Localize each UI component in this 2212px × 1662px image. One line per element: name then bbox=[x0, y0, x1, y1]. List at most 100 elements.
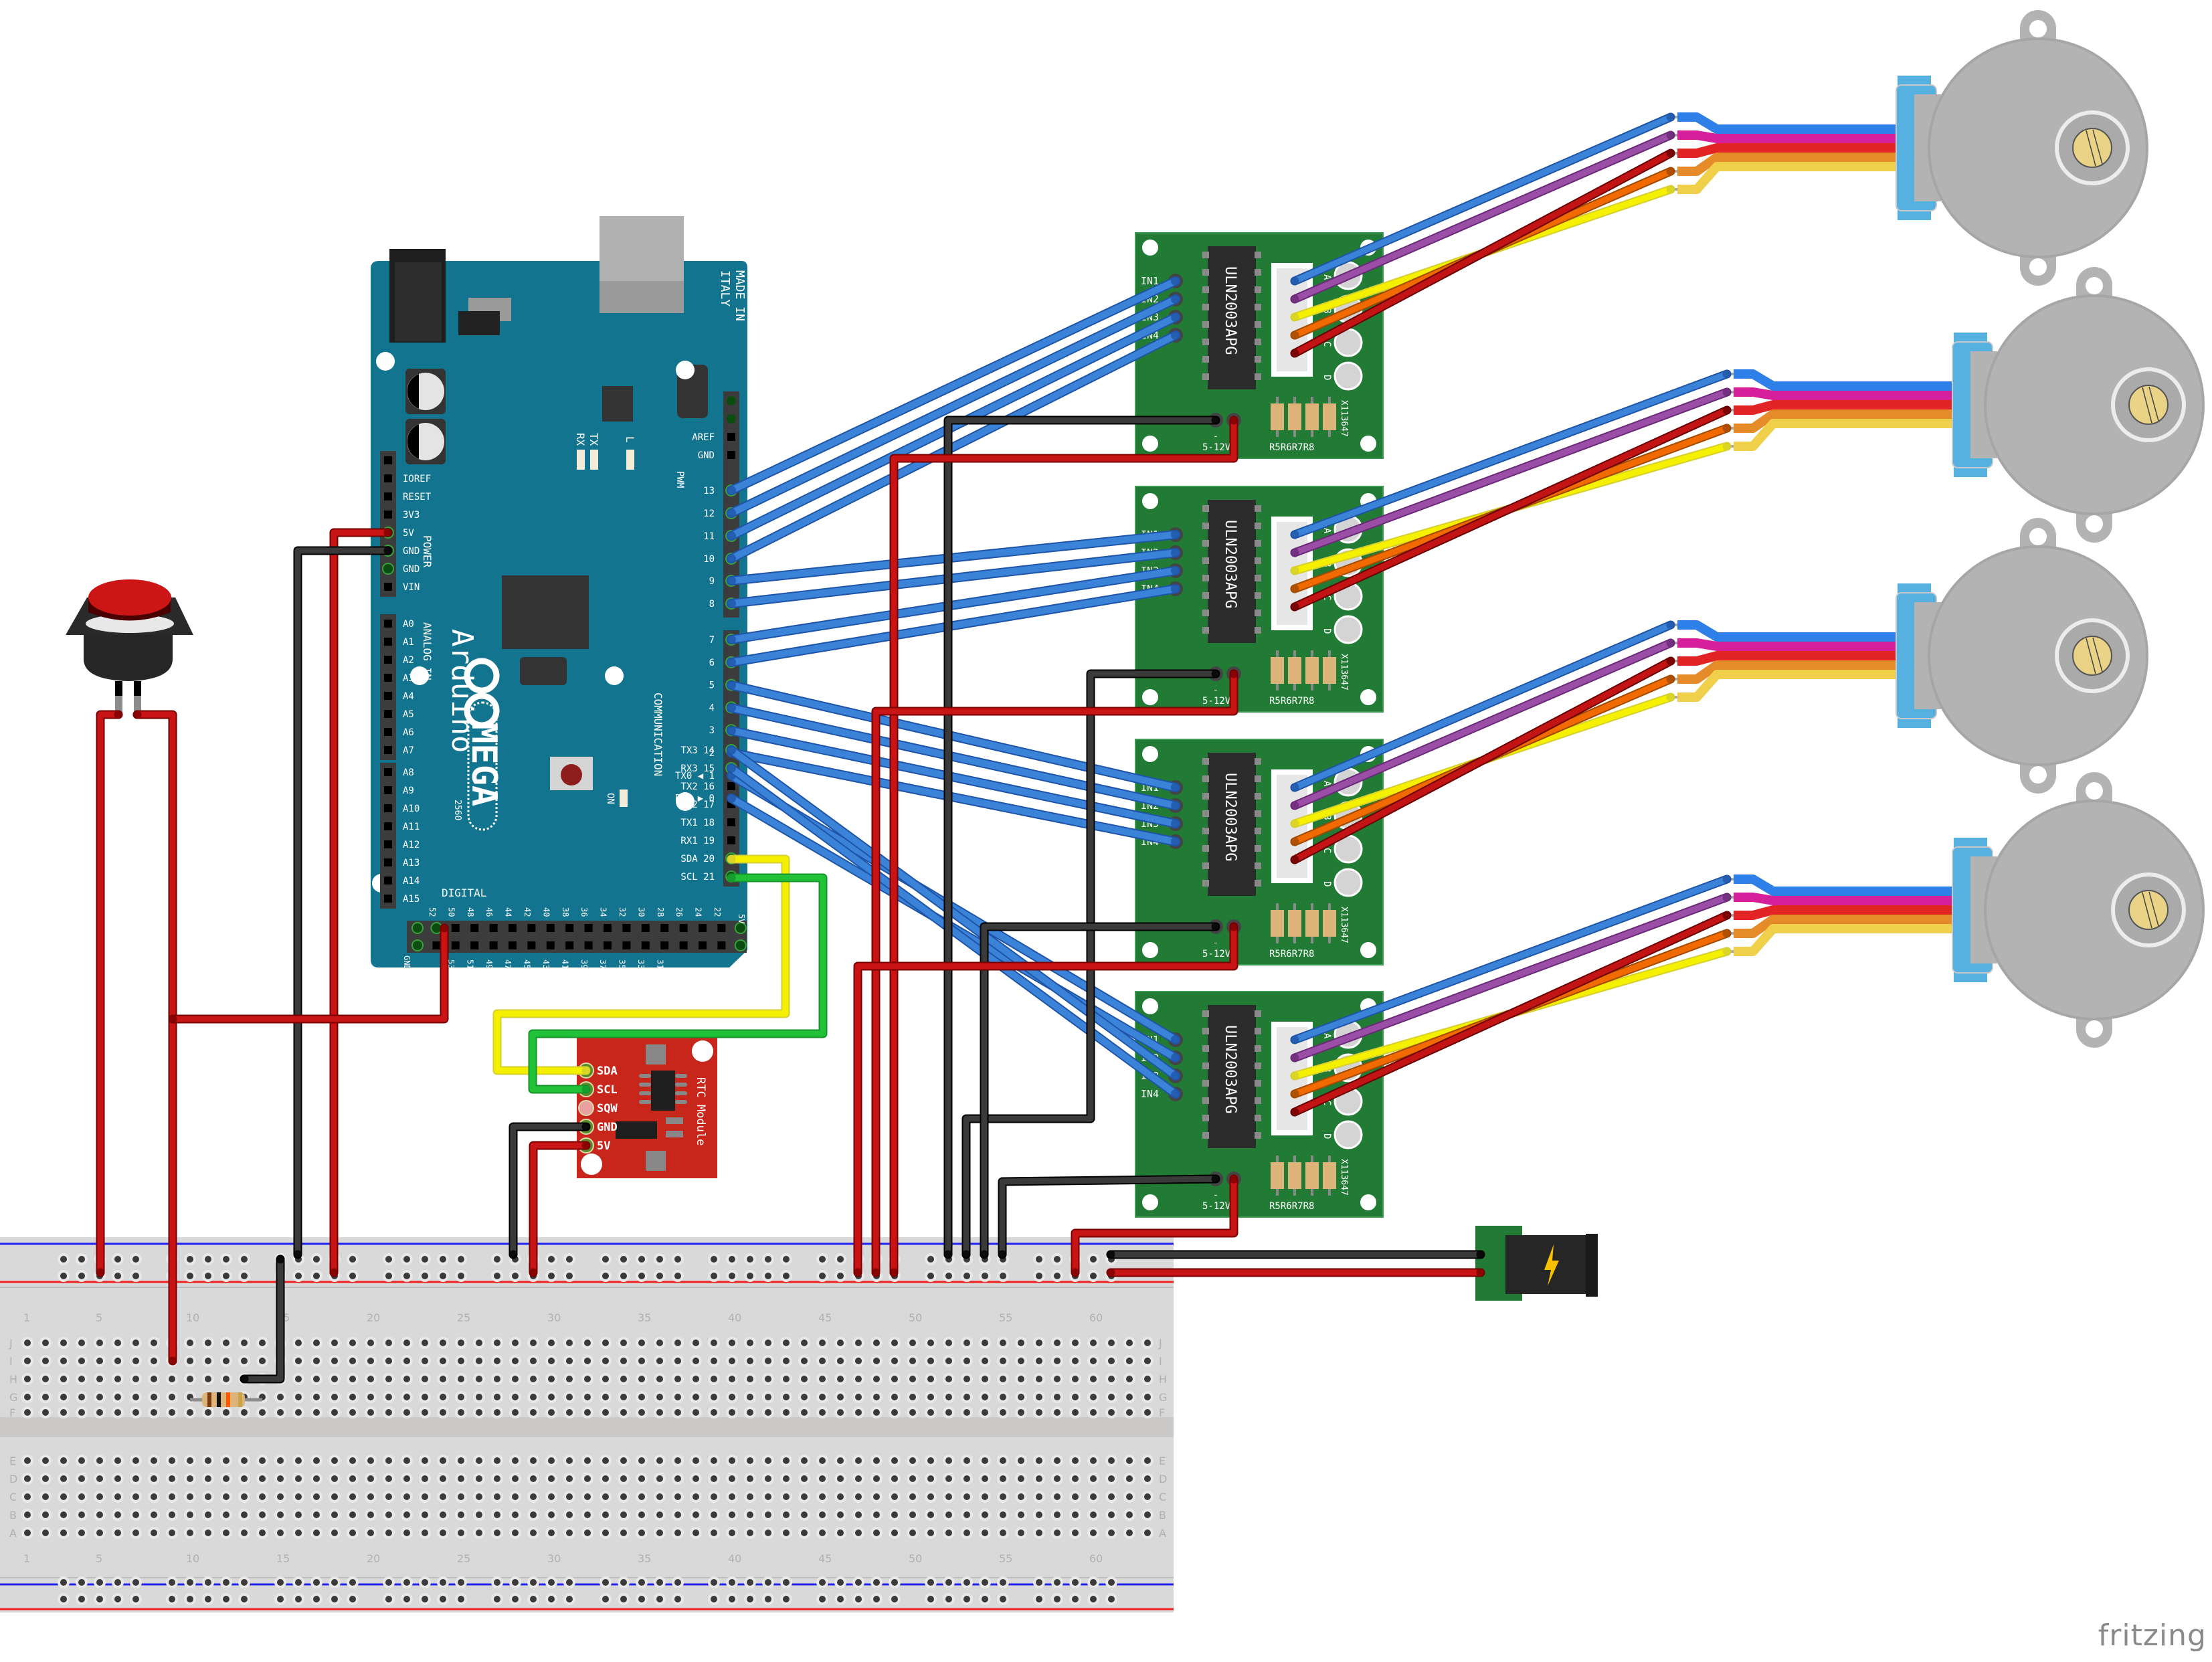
wire-signal-in4[interactable] bbox=[728, 332, 1179, 562]
breadboard-hole[interactable] bbox=[78, 1340, 85, 1346]
breadboard-hole[interactable] bbox=[385, 1475, 392, 1482]
wire-motor-phase[interactable] bbox=[1291, 389, 1730, 556]
pin-digital-top[interactable] bbox=[411, 922, 424, 934]
rail-hole[interactable] bbox=[187, 1256, 193, 1263]
breadboard-hole[interactable] bbox=[530, 1394, 537, 1400]
breadboard-hole[interactable] bbox=[638, 1511, 645, 1518]
breadboard-hole[interactable] bbox=[132, 1394, 139, 1400]
breadboard-hole[interactable] bbox=[96, 1511, 103, 1518]
breadboard-hole[interactable] bbox=[1144, 1530, 1151, 1536]
breadboard-hole[interactable] bbox=[403, 1457, 410, 1464]
breadboard-hole[interactable] bbox=[223, 1409, 229, 1416]
rail-hole[interactable] bbox=[494, 1273, 500, 1279]
breadboard-hole[interactable] bbox=[295, 1358, 302, 1364]
breadboard-hole[interactable] bbox=[187, 1457, 193, 1464]
rail-hole[interactable] bbox=[1000, 1273, 1006, 1279]
breadboard-hole[interactable] bbox=[909, 1376, 916, 1382]
rail-hole[interactable] bbox=[1090, 1256, 1097, 1263]
breadboard-hole[interactable] bbox=[982, 1376, 988, 1382]
breadboard-hole[interactable] bbox=[747, 1409, 753, 1416]
wire-signal-in4[interactable] bbox=[728, 765, 1179, 1097]
breadboard-hole[interactable] bbox=[223, 1475, 229, 1482]
breadboard-hole[interactable] bbox=[114, 1457, 121, 1464]
breadboard-hole[interactable] bbox=[331, 1530, 338, 1536]
breadboard-hole[interactable] bbox=[78, 1457, 85, 1464]
breadboard-hole[interactable] bbox=[349, 1493, 356, 1500]
breadboard-hole[interactable] bbox=[205, 1511, 211, 1518]
breadboard-hole[interactable] bbox=[729, 1376, 735, 1382]
breadboard-hole[interactable] bbox=[367, 1358, 374, 1364]
breadboard-hole[interactable] bbox=[422, 1376, 428, 1382]
wire-motor-phase[interactable] bbox=[1291, 114, 1674, 284]
breadboard-hole[interactable] bbox=[837, 1530, 844, 1536]
breadboard-hole[interactable] bbox=[169, 1394, 175, 1400]
rail-hole[interactable] bbox=[1108, 1579, 1115, 1586]
breadboard-hole[interactable] bbox=[819, 1457, 826, 1464]
breadboard-hole[interactable] bbox=[584, 1394, 591, 1400]
breadboard-hole[interactable] bbox=[114, 1475, 121, 1482]
breadboard-hole[interactable] bbox=[927, 1340, 934, 1346]
breadboard-hole[interactable] bbox=[873, 1475, 880, 1482]
breadboard-hole[interactable] bbox=[891, 1376, 898, 1382]
breadboard-hole[interactable] bbox=[963, 1340, 970, 1346]
breadboard-hole[interactable] bbox=[1072, 1394, 1079, 1400]
wire-motor-phase[interactable] bbox=[1291, 894, 1730, 1061]
breadboard-hole[interactable] bbox=[313, 1457, 320, 1464]
breadboard-hole[interactable] bbox=[1036, 1409, 1042, 1416]
breadboard-hole[interactable] bbox=[602, 1394, 609, 1400]
breadboard-hole[interactable] bbox=[819, 1530, 826, 1536]
rail-hole[interactable] bbox=[295, 1596, 302, 1602]
breadboard-hole[interactable] bbox=[1072, 1493, 1079, 1500]
breadboard-hole[interactable] bbox=[963, 1376, 970, 1382]
breadboard-hole[interactable] bbox=[747, 1493, 753, 1500]
breadboard-hole[interactable] bbox=[259, 1511, 266, 1518]
breadboard-hole[interactable] bbox=[385, 1493, 392, 1500]
breadboard-hole[interactable] bbox=[693, 1409, 699, 1416]
breadboard-hole[interactable] bbox=[765, 1475, 771, 1482]
wire-signal-in1[interactable] bbox=[728, 682, 1179, 791]
breadboard-hole[interactable] bbox=[349, 1358, 356, 1364]
breadboard-hole[interactable] bbox=[945, 1358, 952, 1364]
rail-hole[interactable] bbox=[494, 1256, 500, 1263]
breadboard-hole[interactable] bbox=[60, 1394, 67, 1400]
breadboard-hole[interactable] bbox=[801, 1358, 808, 1364]
rail-hole[interactable] bbox=[187, 1273, 193, 1279]
breadboard-hole[interactable] bbox=[422, 1493, 428, 1500]
breadboard-hole[interactable] bbox=[620, 1340, 627, 1346]
breadboard-hole[interactable] bbox=[1126, 1409, 1133, 1416]
breadboard-hole[interactable] bbox=[1036, 1457, 1042, 1464]
breadboard-hole[interactable] bbox=[187, 1475, 193, 1482]
breadboard-hole[interactable] bbox=[584, 1475, 591, 1482]
breadboard-hole[interactable] bbox=[837, 1409, 844, 1416]
breadboard-hole[interactable] bbox=[548, 1394, 555, 1400]
breadboard-hole[interactable] bbox=[747, 1340, 753, 1346]
breadboard-hole[interactable] bbox=[78, 1530, 85, 1536]
breadboard-hole[interactable] bbox=[982, 1358, 988, 1364]
breadboard-hole[interactable] bbox=[132, 1409, 139, 1416]
button-cap[interactable] bbox=[88, 579, 171, 616]
breadboard-hole[interactable] bbox=[927, 1358, 934, 1364]
breadboard-hole[interactable] bbox=[873, 1394, 880, 1400]
rail-hole[interactable] bbox=[747, 1579, 753, 1586]
breadboard-hole[interactable] bbox=[1036, 1376, 1042, 1382]
rail-hole[interactable] bbox=[548, 1579, 555, 1586]
breadboard-hole[interactable] bbox=[367, 1530, 374, 1536]
breadboard-hole[interactable] bbox=[783, 1530, 790, 1536]
breadboard-hole[interactable] bbox=[114, 1376, 121, 1382]
pin-a0[interactable] bbox=[384, 620, 392, 628]
breadboard-hole[interactable] bbox=[96, 1358, 103, 1364]
breadboard-hole[interactable] bbox=[96, 1340, 103, 1346]
breadboard-hole[interactable] bbox=[385, 1511, 392, 1518]
breadboard-hole[interactable] bbox=[241, 1475, 248, 1482]
breadboard-hole[interactable] bbox=[349, 1394, 356, 1400]
rail-hole[interactable] bbox=[729, 1579, 735, 1586]
wire-vcc-driver1[interactable] bbox=[891, 417, 1237, 1276]
breadboard-hole[interactable] bbox=[385, 1457, 392, 1464]
breadboard-hole[interactable] bbox=[837, 1457, 844, 1464]
wire-signal-in2[interactable] bbox=[728, 549, 1179, 607]
breadboard-hole[interactable] bbox=[1036, 1493, 1042, 1500]
pin-nc[interactable] bbox=[384, 456, 392, 464]
breadboard-hole[interactable] bbox=[693, 1376, 699, 1382]
breadboard-hole[interactable] bbox=[313, 1394, 320, 1400]
